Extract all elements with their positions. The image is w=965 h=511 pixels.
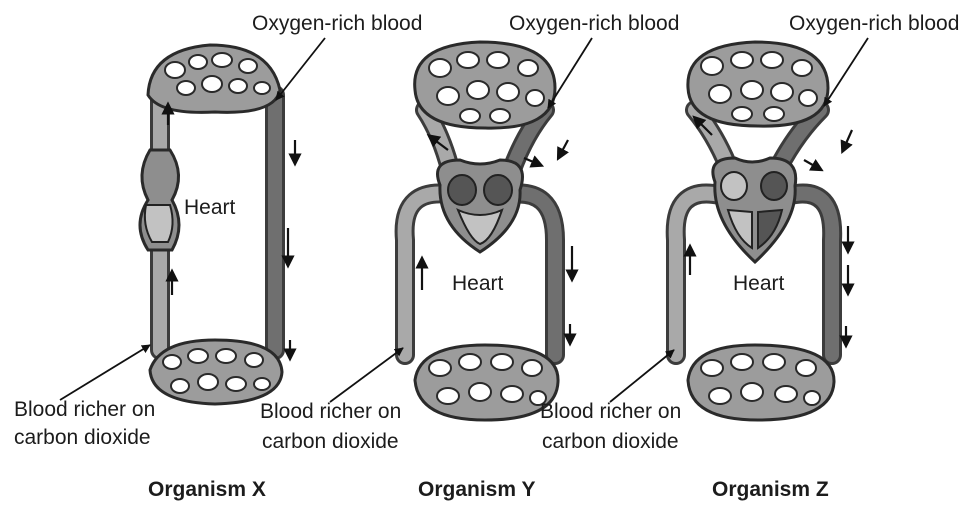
label-co2-line1-z: Blood richer on: [540, 400, 681, 423]
organism-z-diagram: Oxygen-rich blood Heart Blood richer on …: [540, 12, 959, 501]
label-co2-line1-y: Blood richer on: [260, 400, 401, 423]
label-heart-x: Heart: [184, 196, 236, 219]
label-co2-line2-y: carbon dioxide: [262, 430, 399, 453]
label-co2-line1-x: Blood richer on: [14, 398, 155, 421]
organism-x-diagram: Oxygen-rich blood Heart Blood richer on …: [14, 12, 422, 501]
pointer-oxygen-z: [824, 38, 868, 106]
pointer-oxygen-x: [276, 38, 325, 100]
capillary-bed-upper-y: [415, 42, 555, 128]
label-oxygen-rich-y: Oxygen-rich blood: [509, 12, 679, 35]
capillary-bed-upper-x: [148, 45, 280, 112]
label-oxygen-rich-z: Oxygen-rich blood: [789, 12, 959, 35]
organism-x-name: Organism X: [148, 478, 266, 501]
label-heart-y: Heart: [452, 272, 504, 295]
label-co2-line2-x: carbon dioxide: [14, 426, 151, 449]
pointer-co2-x: [60, 345, 150, 400]
label-heart-z: Heart: [733, 272, 785, 295]
heart-z: [713, 158, 796, 262]
pointer-co2-z: [610, 350, 674, 402]
capillary-bed-upper-z: [688, 42, 828, 126]
organism-y-name: Organism Y: [418, 478, 536, 501]
label-co2-line2-z: carbon dioxide: [542, 430, 679, 453]
capillary-bed-lower-y: [415, 345, 558, 420]
capillary-bed-lower-x: [150, 340, 282, 404]
organism-y-diagram: Oxygen-rich blood Heart Blood richer on …: [260, 12, 679, 501]
label-oxygen-rich-x: Oxygen-rich blood: [252, 12, 422, 35]
capillary-bed-lower-z: [688, 345, 834, 420]
heart-y: [438, 160, 523, 252]
pointer-oxygen-y: [548, 38, 592, 108]
heart-x: [140, 150, 179, 250]
pointer-co2-y: [330, 348, 403, 402]
organism-z-name: Organism Z: [712, 478, 829, 501]
